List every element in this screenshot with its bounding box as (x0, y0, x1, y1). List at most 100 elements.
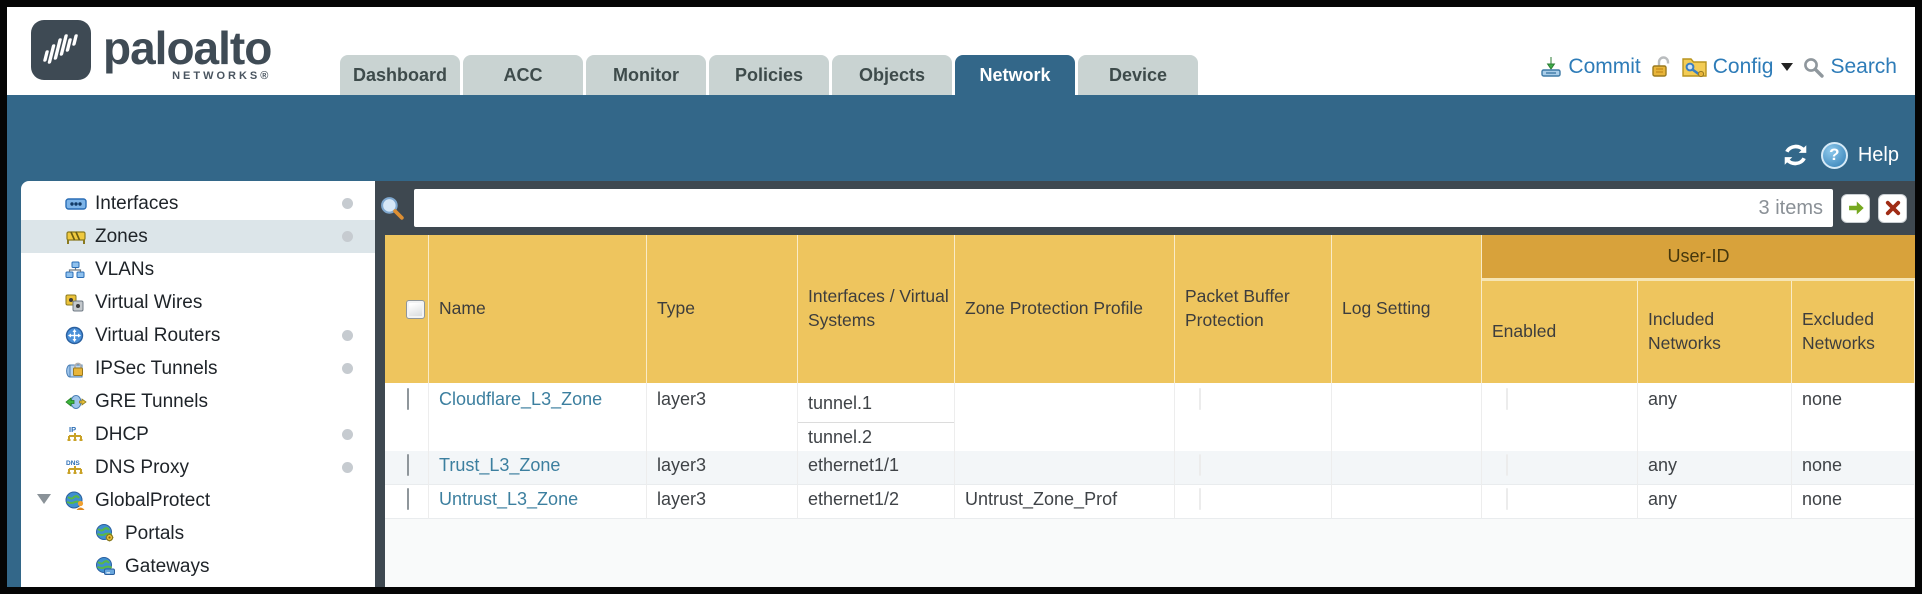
question-circle-icon[interactable]: ? (1820, 141, 1848, 169)
sidebar-item-label: GlobalProtect (95, 489, 211, 511)
sidebar-item-vlans[interactable]: VLANs (21, 253, 375, 286)
sidebar-item-virtual-wires[interactable]: Virtual Wires (21, 286, 375, 319)
tab-objects[interactable]: Objects (832, 55, 952, 95)
tab-monitor[interactable]: Monitor (586, 55, 706, 95)
sidebar-item-gre-tunnels[interactable]: GRE Tunnels (21, 385, 375, 418)
sidebar-item-ipsec-tunnels[interactable]: IPSec Tunnels (21, 352, 375, 385)
status-dot (342, 330, 353, 341)
packet-buffer-checkbox[interactable] (1199, 454, 1201, 476)
chevron-down-icon (1781, 63, 1794, 71)
main-panel: 3 items (375, 181, 1915, 587)
zone-type-cell: layer3 (647, 383, 798, 457)
sidebar-item-label: DNS Proxy (95, 456, 189, 478)
dns-proxy-icon: DNS (65, 458, 87, 478)
filter-field: 3 items (414, 189, 1833, 227)
row-checkbox[interactable] (407, 488, 409, 510)
zone-name-link[interactable]: Cloudflare_L3_Zone (439, 389, 603, 409)
svg-text:IP: IP (69, 425, 76, 434)
config-dropdown[interactable]: Config (1681, 55, 1794, 79)
col-zone-protection-profile[interactable]: Zone Protection Profile (955, 235, 1175, 383)
tab-acc[interactable]: ACC (463, 55, 583, 95)
config-label: Config (1712, 55, 1774, 78)
zone-type-cell: layer3 (647, 485, 798, 519)
sidebar-item-label: Virtual Wires (95, 291, 203, 313)
paloalto-logo: paloalto NETWORKS® (31, 20, 272, 82)
apply-filter-button[interactable] (1841, 193, 1870, 223)
header-actions: Commit Config (1539, 55, 1897, 79)
sidebar-item-label: DHCP (95, 423, 149, 445)
col-interfaces[interactable]: Interfaces / Virtual Systems (798, 235, 955, 383)
gre-tunnels-icon (65, 392, 87, 412)
paloalto-logo-icon (31, 20, 91, 80)
vlans-icon (65, 260, 87, 280)
expander-triangle-icon[interactable] (37, 494, 51, 504)
zone-type-cell: layer3 (647, 451, 798, 485)
sidebar-item-globalprotect[interactable]: GlobalProtect (21, 484, 375, 517)
dhcp-icon: IP (65, 425, 87, 445)
main-tabs: Dashboard ACC Monitor Policies Objects N… (340, 55, 1198, 95)
zone-name-link[interactable]: Untrust_L3_Zone (439, 489, 579, 509)
col-type[interactable]: Type (647, 235, 798, 383)
brand-wordmark: paloalto (103, 22, 272, 74)
tab-dashboard[interactable]: Dashboard (340, 55, 460, 95)
commit-download-icon (1541, 57, 1562, 77)
tab-device[interactable]: Device (1078, 55, 1198, 95)
filter-input[interactable] (414, 189, 1833, 227)
commit-label: Commit (1568, 55, 1641, 78)
sidebar-item-portals[interactable]: Portals (21, 517, 375, 550)
tab-network[interactable]: Network (955, 55, 1075, 95)
col-included-networks[interactable]: Included Networks (1638, 281, 1792, 383)
included-networks-cell: any (1638, 383, 1792, 457)
sidebar-item-zones[interactable]: Zones (21, 220, 375, 253)
magnifier-icon (1804, 57, 1825, 78)
sidebar-item-interfaces[interactable]: Interfaces (21, 187, 375, 220)
sidebar-item-dhcp[interactable]: IP DHCP (21, 418, 375, 451)
portals-icon (95, 524, 117, 544)
sidebar-item-virtual-routers[interactable]: Virtual Routers (21, 319, 375, 352)
green-arrow-icon (1848, 201, 1864, 215)
brand-sub: NETWORKS® (172, 70, 272, 82)
col-name[interactable]: Name (429, 235, 647, 383)
filter-bar: 3 items (375, 181, 1915, 235)
col-log-setting[interactable]: Log Setting (1332, 235, 1482, 383)
user-id-enabled-cell (1482, 451, 1638, 485)
clear-filter-button[interactable] (1878, 193, 1907, 223)
zone-interfaces-cell: ethernet1/1 (798, 451, 955, 485)
user-id-enabled-checkbox[interactable] (1506, 488, 1508, 510)
status-dot (342, 363, 353, 374)
virtual-wires-icon (65, 293, 87, 313)
sidebar-item-gateways[interactable]: Gateways (21, 550, 375, 583)
refresh-icon[interactable] (1780, 141, 1811, 169)
search-label: Search (1830, 55, 1897, 78)
packet-buffer-cell (1175, 383, 1332, 457)
search-magnifier-icon[interactable] (379, 195, 406, 222)
user-id-enabled-cell (1482, 383, 1638, 457)
unlocked-padlock-icon[interactable] (1650, 55, 1672, 79)
user-id-enabled-checkbox[interactable] (1506, 388, 1508, 410)
col-enabled[interactable]: Enabled (1482, 281, 1638, 383)
user-id-enabled-cell (1482, 485, 1638, 519)
interface-item: tunnel.2 (808, 427, 873, 447)
row-checkbox[interactable] (407, 388, 409, 410)
commit-button[interactable]: Commit (1539, 55, 1641, 79)
col-excluded-networks[interactable]: Excluded Networks (1792, 281, 1915, 383)
zone-name-link[interactable]: Trust_L3_Zone (439, 455, 561, 475)
search-button[interactable]: Search (1802, 55, 1897, 79)
user-id-enabled-checkbox[interactable] (1506, 454, 1508, 476)
row-checkbox[interactable] (407, 454, 409, 476)
packet-buffer-checkbox[interactable] (1199, 488, 1201, 510)
select-all-checkbox[interactable] (406, 299, 425, 319)
sidebar-item-dns-proxy[interactable]: DNS DNS Proxy (21, 451, 375, 484)
tab-policies[interactable]: Policies (709, 55, 829, 95)
included-networks-cell: any (1638, 485, 1792, 519)
zone-protection-cell (955, 451, 1175, 485)
help-label[interactable]: Help (1857, 143, 1899, 166)
zone-interfaces-cell: tunnel.1 tunnel.2 (798, 383, 955, 457)
included-networks-cell: any (1638, 451, 1792, 485)
packet-buffer-checkbox[interactable] (1199, 388, 1201, 410)
sidebar-item-label: Gateways (125, 555, 210, 577)
col-packet-buffer-protection[interactable]: Packet Buffer Protection (1175, 235, 1332, 383)
zones-icon (65, 227, 87, 247)
status-dot (342, 462, 353, 473)
